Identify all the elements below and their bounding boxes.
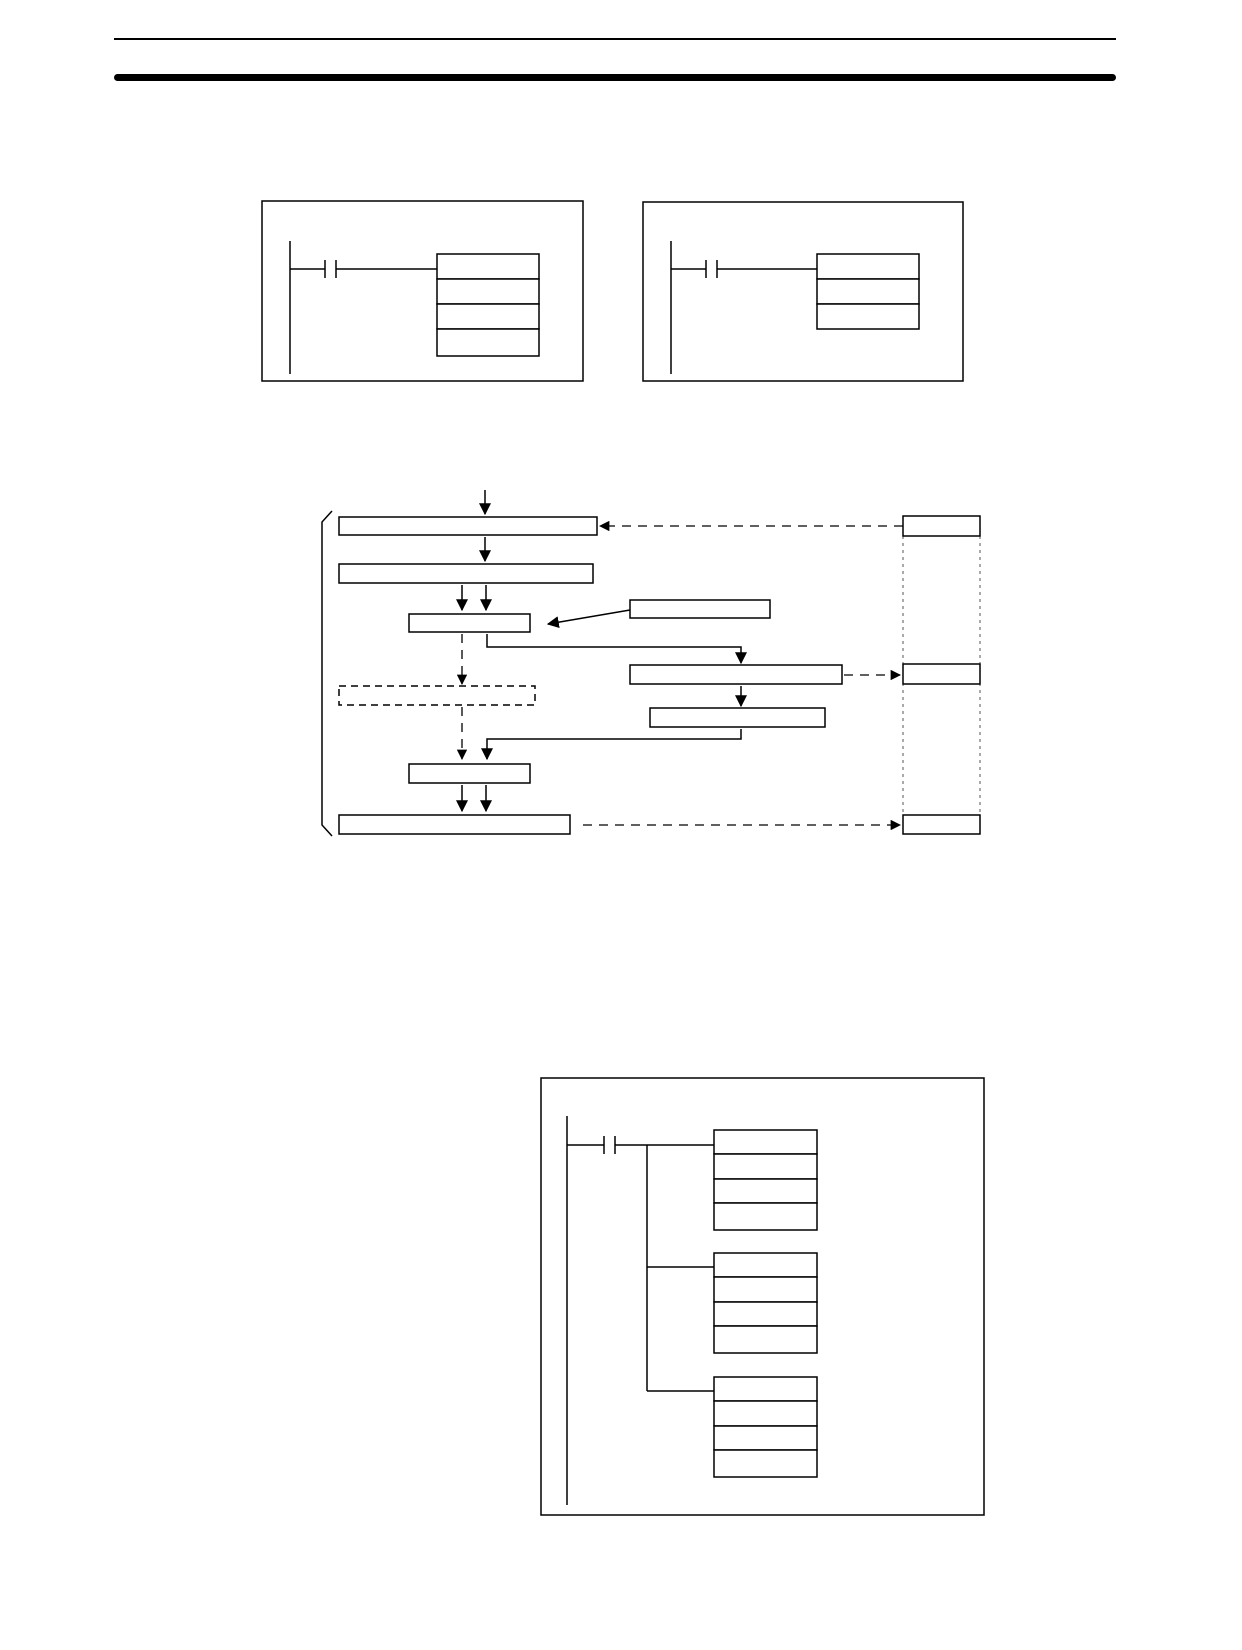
memory-box-3 [902, 814, 981, 835]
instruction-block [816, 253, 920, 330]
flow-box-8 [338, 814, 571, 835]
flow-box-4 [629, 599, 771, 619]
flow-box-6 [649, 707, 826, 728]
flow-box-2 [338, 563, 594, 584]
execution-flowchart [321, 490, 981, 837]
flow-box-optional [338, 685, 536, 706]
memory-column [902, 515, 981, 835]
ladder-figure-3 [540, 1077, 985, 1516]
memory-box-1 [902, 515, 981, 537]
cycle-brace [321, 510, 333, 837]
flow-box-7 [408, 763, 531, 784]
instruction-block [436, 253, 540, 357]
ladder-figure-2 [642, 201, 964, 382]
instruction-block-2 [713, 1252, 818, 1354]
header-thick-rule [114, 74, 1116, 81]
flow-box-5 [629, 664, 843, 685]
ladder-figure-1 [261, 200, 584, 382]
instruction-block-3 [713, 1376, 818, 1478]
header-thin-rule [114, 38, 1116, 40]
instruction-block-1 [713, 1129, 818, 1231]
memory-box-2 [902, 663, 981, 685]
flow-box-3 [408, 613, 531, 633]
flow-box-1 [338, 516, 598, 536]
